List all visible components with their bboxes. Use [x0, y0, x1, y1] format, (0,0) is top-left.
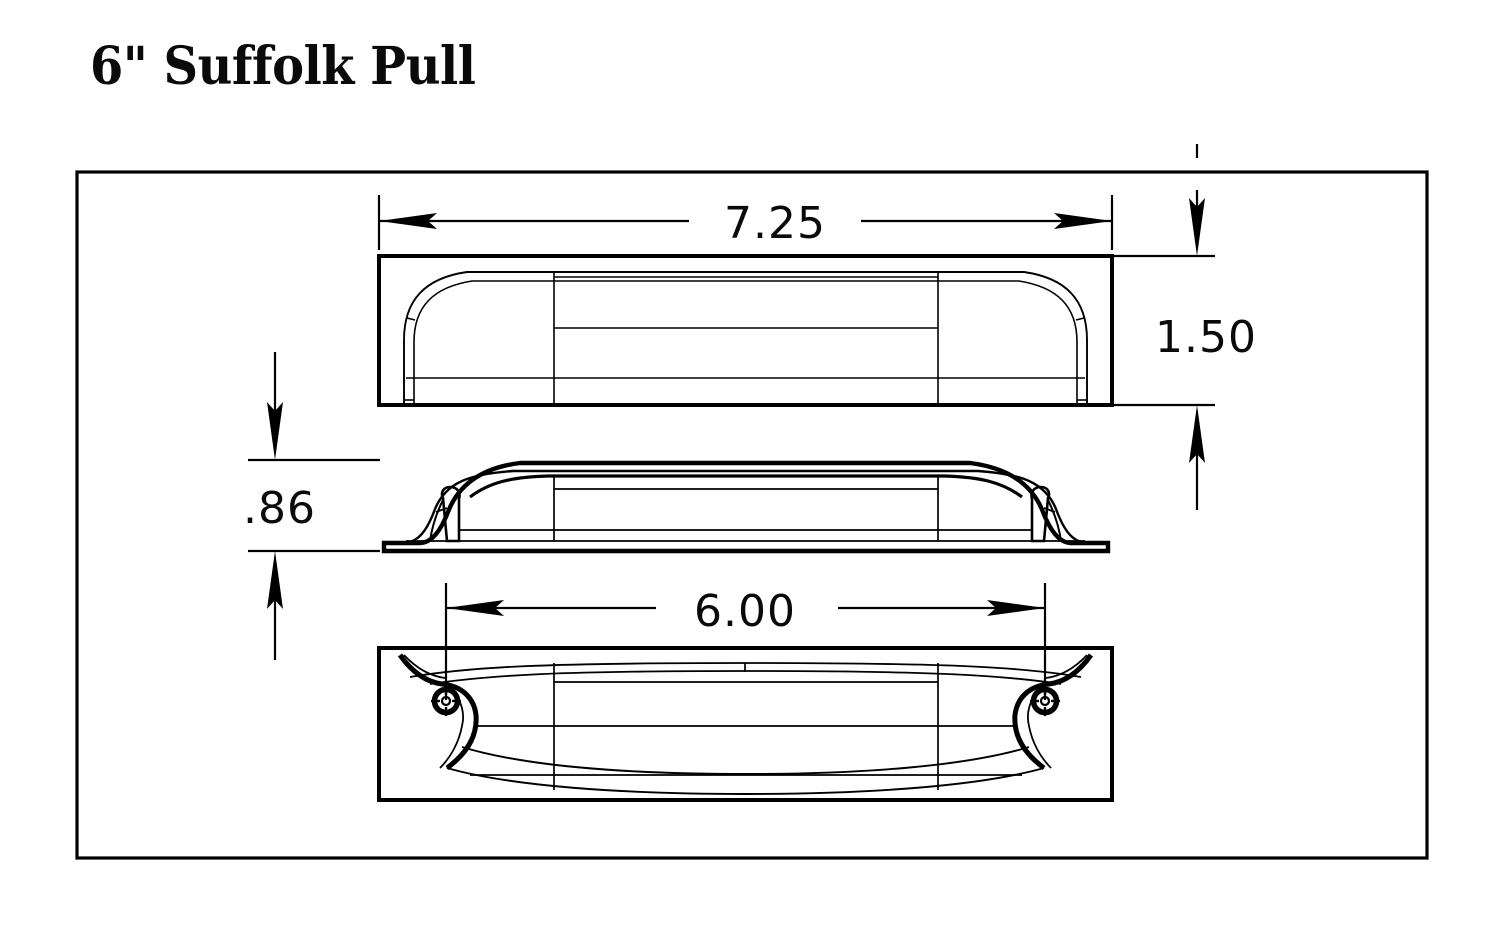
dimension-1-50: 1.50: [1112, 144, 1257, 510]
bottom-view-right-scroll-inner: [1045, 654, 1088, 679]
drawing-border: [75, 170, 1429, 860]
dim-7-25-arrow-left: [379, 213, 437, 229]
side-view-right-boss: [1030, 485, 1051, 543]
side-view-outer-profile: [381, 460, 1111, 554]
dimension-7-25: 7.25: [377, 195, 1114, 250]
dimension-0-86: .86: [243, 352, 380, 660]
dim-0-86-arrow-top: [267, 402, 283, 460]
bottom-view-left-scroll-inner: [403, 654, 446, 679]
top-view-outline: [377, 254, 1114, 407]
top-view-left-crown-tick: [406, 317, 416, 321]
side-view-right-boss-tick: [1043, 507, 1056, 513]
bottom-view-rim-inner: [461, 746, 1030, 775]
top-view-right-crown-tick: [1075, 317, 1085, 321]
dim-6-00-label: 6.00: [694, 586, 796, 637]
top-view-dome-outer: [403, 271, 1088, 404]
dim-1-50-arrow-bottom: [1189, 405, 1205, 463]
dim-1-50-arrow-top: [1189, 198, 1205, 256]
side-view-left-boss-tick: [435, 507, 448, 513]
side-view-left-boss: [440, 485, 461, 543]
dimension-6-00: 6.00: [444, 583, 1047, 700]
dim-6-00-arrow-left: [446, 600, 504, 616]
top-view-dome-inner: [413, 280, 1078, 404]
side-view-left-boss-brace: [429, 499, 444, 542]
dim-7-25-arrow-right: [1054, 213, 1112, 229]
dim-7-25-label: 7.25: [724, 198, 826, 249]
side-view-cup-top: [469, 474, 1023, 499]
side-view-inner-profile: [405, 469, 1086, 545]
top-view: [377, 254, 1114, 407]
bottom-view: [377, 646, 1114, 802]
bottom-view-outline: [377, 646, 1114, 802]
dim-1-50-label: 1.50: [1155, 312, 1257, 363]
dim-0-86-arrow-bottom: [267, 551, 283, 609]
page-title: 6" Suffolk Pull: [90, 36, 476, 97]
side-view-right-boss-brace: [1047, 499, 1062, 542]
side-view: [381, 460, 1111, 554]
dim-0-86-label: .86: [243, 483, 316, 534]
dim-6-00-arrow-right: [987, 600, 1045, 616]
bottom-view-rim-outer: [446, 767, 1045, 795]
